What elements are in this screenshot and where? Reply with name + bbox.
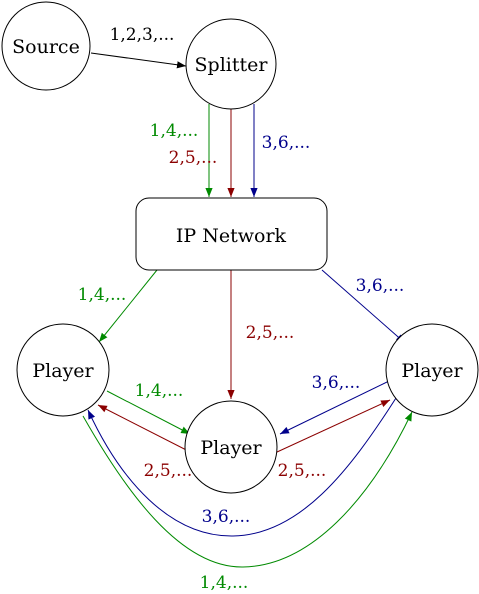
edge-labels: 1,2,3,... 1,4,... 2,5,... 3,6,... 1,4,..… xyxy=(78,25,405,593)
label-splitter-green: 1,4,... xyxy=(150,121,199,141)
label-right-center: 3,6,... xyxy=(312,373,361,393)
node-source: Source xyxy=(1,1,91,91)
node-player-right: Player xyxy=(385,323,479,417)
edge-right-left-curve xyxy=(87,397,397,537)
edges xyxy=(82,52,413,568)
edge-right-center xyxy=(279,380,390,435)
node-network: IP Network xyxy=(135,197,328,271)
edge-network-player-right xyxy=(321,269,406,344)
label-splitter-red: 2,5,... xyxy=(169,148,218,168)
label-center-left: 2,5,... xyxy=(144,461,193,481)
node-splitter-shape xyxy=(185,18,277,110)
edge-center-right xyxy=(263,399,391,459)
edge-network-player-left xyxy=(98,269,158,343)
label-left-right: 1,4,... xyxy=(200,573,249,593)
node-splitter-label: Splitter xyxy=(195,54,269,76)
edge-left-right-curve xyxy=(82,411,413,568)
node-splitter: Splitter xyxy=(185,18,277,110)
node-network-shape xyxy=(135,197,328,271)
label-network-left: 1,4,... xyxy=(78,285,127,305)
node-player-right-label: Player xyxy=(401,360,463,382)
label-network-right: 3,6,... xyxy=(356,276,405,296)
label-center-right: 2,5,... xyxy=(278,461,327,481)
node-player-right-shape xyxy=(385,323,479,417)
label-left-center: 1,4,... xyxy=(135,381,184,401)
node-source-shape xyxy=(1,1,91,91)
label-right-left: 3,6,... xyxy=(202,507,251,527)
node-player-center: Player xyxy=(184,400,278,494)
node-source-label: Source xyxy=(12,36,80,58)
label-splitter-blue: 3,6,... xyxy=(262,133,311,153)
label-source-splitter: 1,2,3,... xyxy=(110,25,175,45)
node-network-label: IP Network xyxy=(176,225,287,247)
label-network-center: 2,5,... xyxy=(246,323,295,343)
node-player-center-shape xyxy=(184,400,278,494)
node-player-left-label: Player xyxy=(32,360,94,382)
edge-left-center xyxy=(106,390,191,435)
node-player-center-label: Player xyxy=(200,437,262,459)
node-player-left-shape xyxy=(16,323,110,417)
edge-source-splitter xyxy=(90,52,187,69)
node-player-left: Player xyxy=(16,323,110,417)
nodes: Source Splitter IP Network Player Player… xyxy=(1,1,479,494)
